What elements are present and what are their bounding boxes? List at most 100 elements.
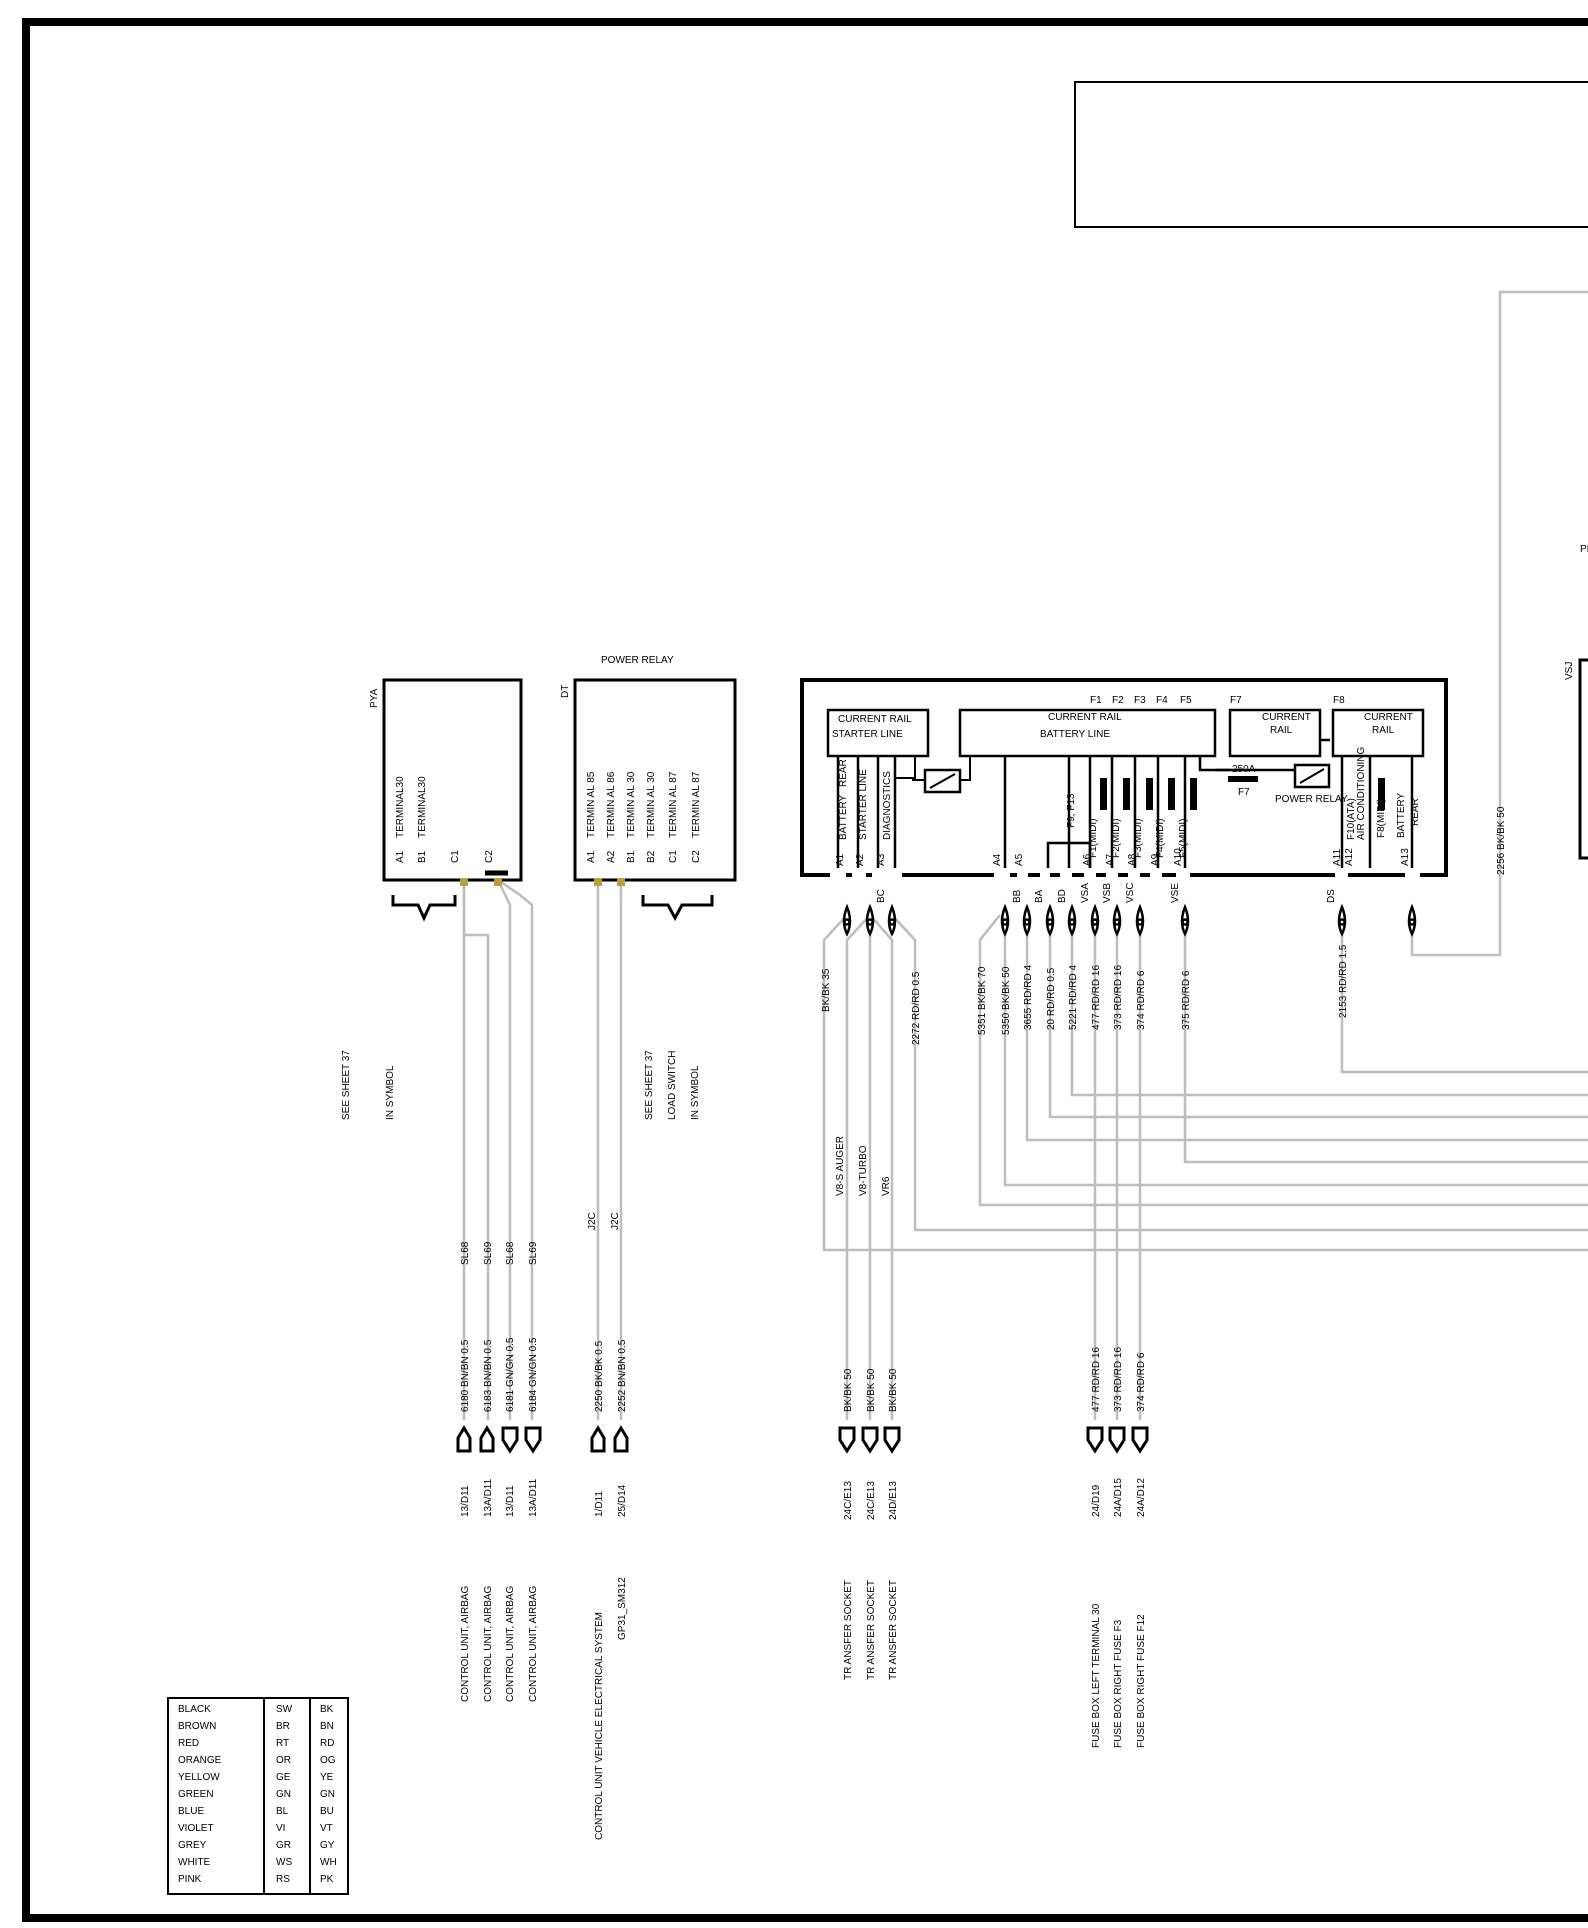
sheet-border (22, 18, 1588, 1922)
legend-color-code-de: BL (276, 1806, 289, 1817)
pin-terminal-icon (501, 1426, 519, 1454)
pya-pin-label: TERMINAL30 (417, 776, 428, 838)
destination-label: GP31_SM312 (617, 1577, 628, 1640)
pin-terminal-icon (613, 1425, 629, 1453)
legend-color-name: GREEN (178, 1789, 214, 1800)
connector-label: VSA (1080, 883, 1091, 903)
legend-color-code-de: OR (276, 1755, 291, 1766)
fusebox-pin: A3 (876, 853, 887, 866)
legend-color-name: VIOLET (178, 1823, 214, 1834)
box-vsj: VSJ PI (1564, 544, 1588, 860)
svg-text:V8-TURBO: V8-TURBO (858, 1145, 869, 1196)
legend-color-code-en: VT (320, 1823, 333, 1834)
destination-label: FUSE BOX RIGHT FUSE F3 (1113, 1619, 1124, 1748)
connector-ref: 13/D11 (505, 1485, 516, 1517)
pya-pin-label: TERMINAL30 (395, 776, 406, 838)
connector-ref: 1/D11 (594, 1491, 605, 1517)
connector-label: DS (1326, 889, 1337, 903)
connector-label: VSC (1125, 882, 1136, 903)
legend-color-code-en: PK (320, 1874, 334, 1885)
pin-terminal-icon (861, 1426, 879, 1454)
legend-color-code-de: GE (276, 1772, 291, 1783)
connector-ref: 24/D19 (1091, 1484, 1102, 1517)
svg-text:SL69: SL69 (528, 1241, 539, 1265)
svg-text:VR6: VR6 (881, 1176, 892, 1196)
power-relay-label: POWER RELAY (1275, 794, 1348, 805)
wire-label: 6183 BN/BN 0.5 (483, 1339, 494, 1412)
legend-color-code-en: BU (320, 1806, 334, 1817)
pya-pin: A1 (395, 850, 406, 863)
pin-terminal-icon (456, 1425, 472, 1453)
wire-label: 6181 GN/GN 0.5 (505, 1337, 516, 1412)
rail-label: CURRENT RAIL (838, 714, 912, 725)
fusebox-vlabel: F1(MIDI) (1088, 819, 1099, 858)
legend-color-name: BROWN (178, 1721, 216, 1732)
svg-text:SL68: SL68 (505, 1241, 516, 1265)
destination-label: CONTROL UNIT, AIRBAG (528, 1585, 539, 1702)
dt-id: DT (560, 685, 571, 698)
connector-ref: 24C/E13 (866, 1481, 877, 1520)
pin-terminal-icon (590, 1425, 606, 1453)
pya-pin: C2 (484, 850, 495, 863)
pin-terminal-icon (838, 1426, 856, 1454)
dt-pin: C2 (691, 850, 702, 863)
fusebox-vlabel: AIR CONDITIONING (1356, 746, 1367, 840)
legend-color-name: WHITE (178, 1857, 211, 1868)
rail-label: RAIL (1270, 725, 1293, 736)
rail-label: STARTER LINE (832, 729, 903, 740)
destination-label: TR ANSFER SOCKET (888, 1580, 899, 1680)
wire-label: 3655 RD/RD 4 (1023, 965, 1034, 1030)
pin-terminal-icon (479, 1425, 495, 1453)
fusebox-vlabel: F10(ATA) (1346, 798, 1357, 840)
box-pya: PYA A1 TERMINAL30 B1 TERMINAL30 C1 C2 (369, 678, 523, 922)
svg-text:SL68: SL68 (460, 1241, 471, 1265)
wire-label: BK/BK 50 (866, 1368, 877, 1412)
legend-color-code-de: WS (276, 1857, 292, 1868)
legend-color-name: BLUE (178, 1806, 204, 1817)
fusebox-vlabel: F4(MIDI) (1155, 819, 1166, 858)
legend-color-name: BLACK (178, 1704, 211, 1715)
destination-label: FUSE BOX RIGHT FUSE F12 (1136, 1614, 1147, 1748)
harness-brace-icon (641, 895, 714, 922)
pin-tab (460, 878, 468, 886)
connector-ref: 13A/D11 (528, 1478, 539, 1517)
legend-color-code-de: RS (276, 1874, 290, 1885)
legend-color-code-de: GN (276, 1789, 291, 1800)
pya-pin: C1 (450, 850, 461, 863)
wire-label: 477 RD/RD 16 (1091, 1347, 1102, 1412)
svg-text:J2C: J2C (587, 1212, 598, 1230)
legend-color-name: PINK (178, 1874, 202, 1885)
wire-bundle (462, 290, 1588, 1420)
fusebox-vlabel: REAR (1410, 798, 1421, 826)
legend-color-code-de: GR (276, 1840, 291, 1851)
fuse-label: F1 (1090, 695, 1102, 706)
fusebox-pin: A13 (1400, 848, 1411, 866)
wire-label: 375 RD/RD 6 (1181, 970, 1192, 1030)
pin-terminal-icon (1131, 1426, 1149, 1454)
fusebox-vlabel: STARTER LINE (858, 769, 869, 840)
legend-color-name: GREY (178, 1840, 207, 1851)
fuse-box: F1 F2 F3 F4 F5 F7 F8 CURRENT RAIL STARTE… (800, 678, 1448, 878)
rail-label: CURRENT (1262, 712, 1311, 723)
fusebox-vlabel: F3(MIDI) (1133, 819, 1144, 858)
svg-text:V8-S AUGER: V8-S AUGER (835, 1136, 846, 1196)
legend-color-code-en: BK (320, 1704, 334, 1715)
dt-pin-label: TERMIN AL 87 (668, 771, 679, 838)
wire-label: BK/BK 50 (888, 1368, 899, 1412)
pin-terminal-icon (524, 1426, 542, 1454)
pya-pin: B1 (417, 850, 428, 863)
fuse-icon (1123, 778, 1130, 810)
legend-color-name: YELLOW (178, 1772, 220, 1783)
fuse-icon (1100, 778, 1107, 810)
svg-text:LOAD SWITCH: LOAD SWITCH (667, 1051, 678, 1120)
dt-pin: A1 (586, 850, 597, 863)
legend-color-code-en: GN (320, 1789, 335, 1800)
fusebox-pin: A4 (992, 853, 1003, 866)
destination-label: TR ANSFER SOCKET (843, 1580, 854, 1680)
legend-color-code-de: SW (276, 1704, 293, 1715)
legend-color-code-en: BN (320, 1721, 334, 1732)
wire-label: 6184 GN/GN 0.5 (528, 1337, 539, 1412)
legend-color-code-de: BR (276, 1721, 290, 1732)
rail-label: RAIL (1372, 725, 1395, 736)
